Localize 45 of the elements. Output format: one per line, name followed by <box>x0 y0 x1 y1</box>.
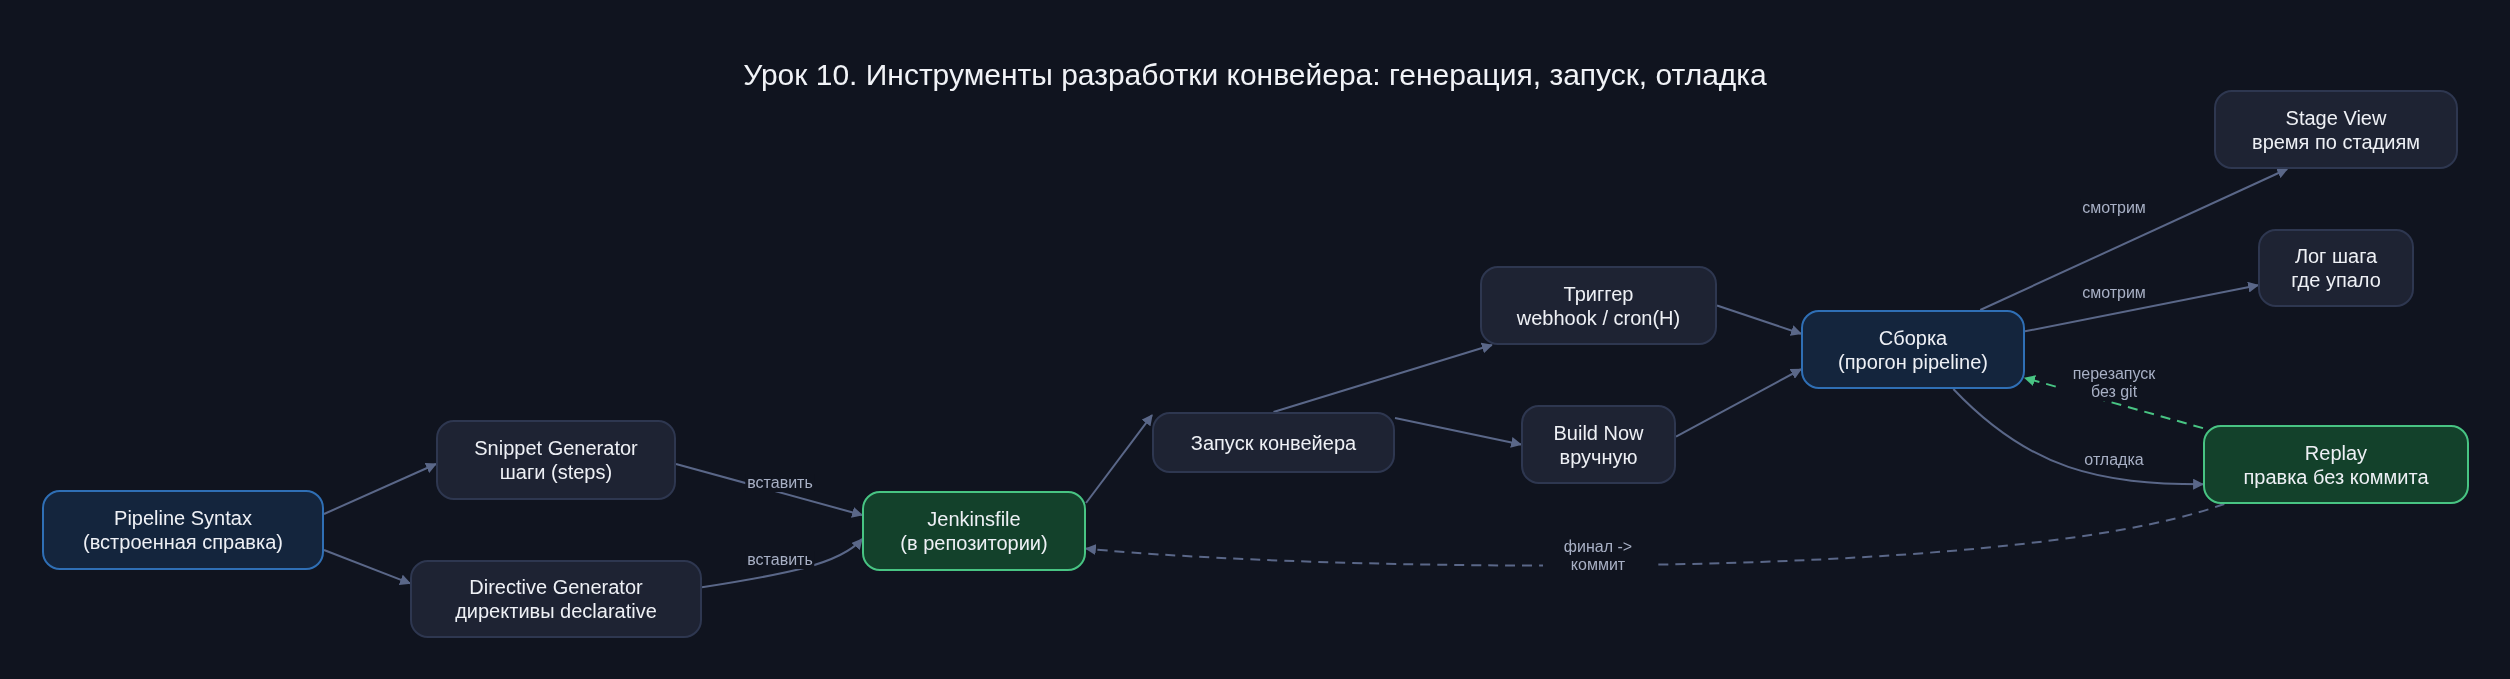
dashed-arrow <box>1084 503 2226 567</box>
node-text: шаги (steps) <box>499 460 613 484</box>
arrow <box>2024 281 2260 333</box>
arrow <box>1085 414 1153 504</box>
process-box <box>862 491 1086 571</box>
node-text: Лог шага <box>2294 244 2378 268</box>
node-text: (прогон pipeline) <box>1838 349 1988 374</box>
node-text: Build Now <box>1553 420 1644 445</box>
node-text: вручную <box>1559 444 1638 469</box>
arrow <box>1272 342 1493 413</box>
process-box <box>1801 310 2025 389</box>
node-text: где упало <box>2291 268 2381 292</box>
arrow <box>323 549 412 585</box>
arrow <box>701 538 863 589</box>
node-text: Snippet Generator <box>474 436 638 460</box>
node-text: время по стадиям <box>2252 129 2420 154</box>
node-text: Запуск конвейера <box>1190 430 1357 455</box>
process-box <box>2214 90 2458 169</box>
arrow <box>1979 168 2289 311</box>
node-text: Directive Generator <box>469 575 643 599</box>
node-text: Replay <box>2304 440 2368 465</box>
arrow <box>1716 304 1803 336</box>
node-text: правка без коммита <box>2243 464 2429 489</box>
node-text: webhook / cron(H) <box>1516 305 1681 330</box>
node-text: Триггер <box>1563 281 1634 306</box>
node-text: Сборка <box>1878 325 1948 350</box>
process-box <box>410 560 702 638</box>
node-text: Stage View <box>2285 105 2387 130</box>
arrow <box>323 463 437 515</box>
process-box <box>1152 412 1395 473</box>
node-text: Jenkinsfile <box>927 507 1021 531</box>
process-box <box>1480 266 1717 345</box>
process-box <box>42 490 324 570</box>
diagram-title: Урок 10. Инструменты разработки конвейера: генерация, запуск, отладка <box>743 57 1767 93</box>
arrow <box>1952 388 2205 490</box>
node-text: Pipeline Syntax <box>114 506 252 530</box>
node-text: директивы declarative <box>455 599 657 623</box>
process-box <box>2203 425 2469 504</box>
arrow <box>1394 417 1523 448</box>
process-box <box>1521 405 1676 484</box>
process-box <box>2258 229 2414 307</box>
arrow <box>1675 368 1802 438</box>
node-text: (в репозитории) <box>900 531 1048 555</box>
process-box <box>436 420 676 500</box>
node-text: (встроенная справка) <box>83 530 283 554</box>
